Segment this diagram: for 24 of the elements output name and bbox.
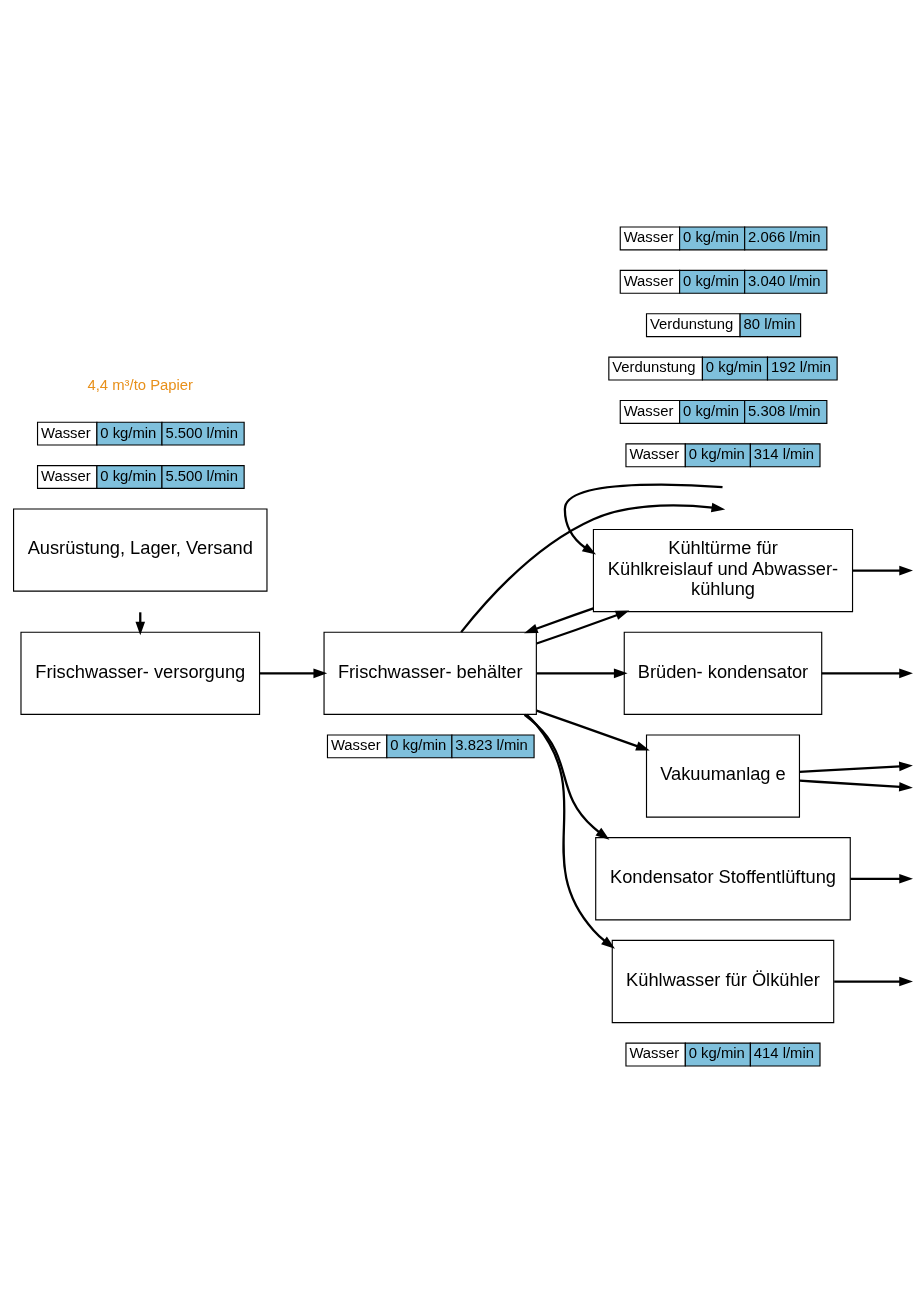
- arrow: [259, 668, 327, 678]
- arrow: [459, 502, 725, 633]
- node-box: Vakuumanlag e: [645, 733, 800, 818]
- arrow: [799, 779, 913, 792]
- arrow: [525, 713, 615, 949]
- arrow: [833, 976, 913, 986]
- label: 4,4 m³/to Papier: [87, 376, 193, 393]
- arrow: [535, 610, 629, 645]
- arrow: [799, 761, 913, 773]
- arrow: [821, 668, 913, 678]
- node-box: Frischwasser- behälter: [322, 631, 537, 715]
- node-box: Kühlwasser für Ölkühler: [611, 939, 834, 1023]
- arrow: [849, 873, 913, 884]
- node-box: Brüden- kondensator: [623, 631, 822, 715]
- node-box: Ausrüstung, Lager, Versand: [12, 507, 268, 592]
- arrow: [535, 709, 650, 751]
- arrow: [536, 668, 628, 678]
- arrow: [523, 606, 594, 633]
- node-box: Frischwasser- versorgung: [19, 631, 260, 715]
- node-box: Kühltürme für Kühlkreislauf und Abwasser- kühlung: [592, 528, 853, 612]
- arrow: [523, 713, 609, 840]
- arrow: [563, 483, 723, 555]
- arrow: [852, 565, 913, 575]
- node-box: Kondensator Stoffentlüftung: [594, 836, 851, 920]
